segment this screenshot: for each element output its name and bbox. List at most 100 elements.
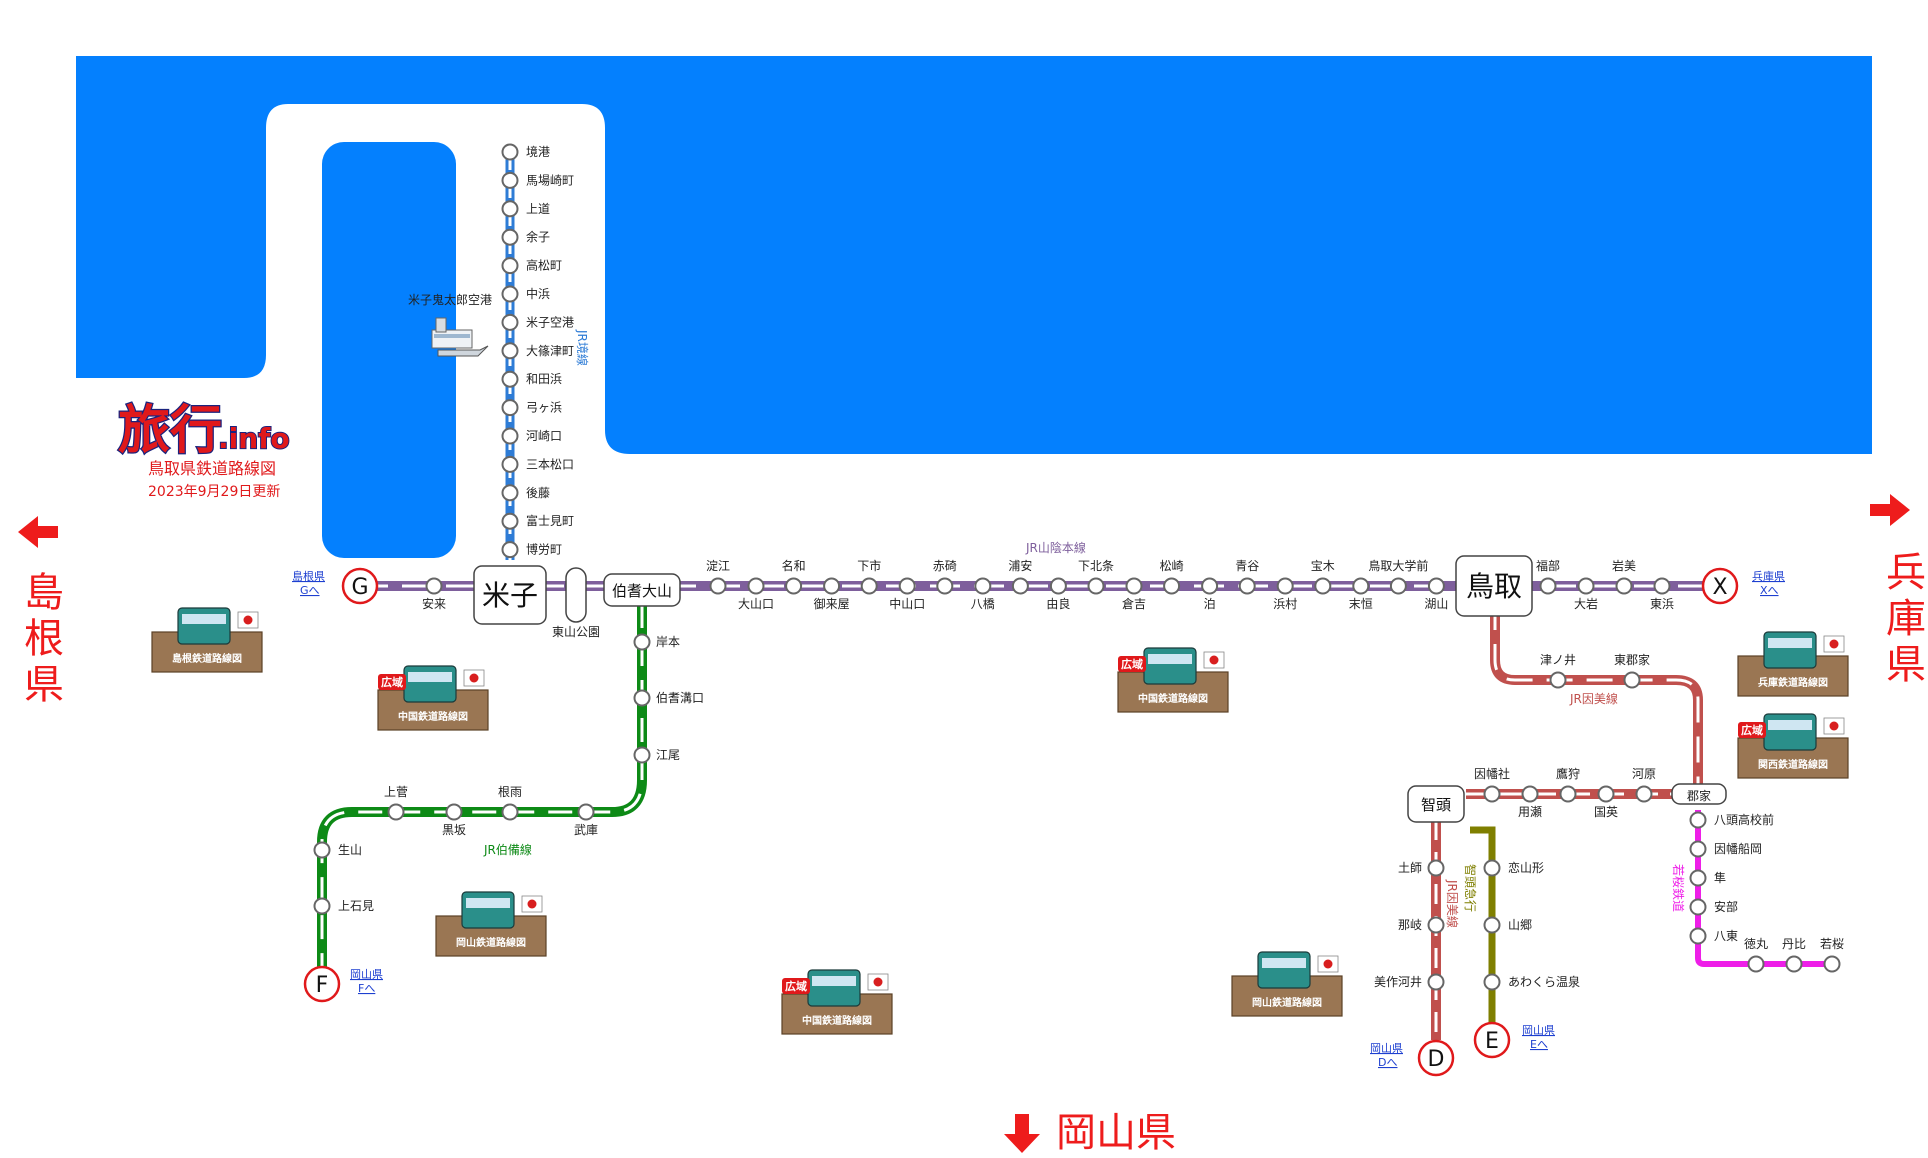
station-marker[interactable] [1689,840,1707,858]
station-marker[interactable] [1549,671,1567,689]
station-higashiyama-box[interactable] [565,567,587,623]
pref-shimane[interactable]: 島根県 [24,570,64,708]
station-tottori-box[interactable] [1455,555,1533,617]
station-marker[interactable] [1389,577,1407,595]
connector-e-link[interactable]: Eへ [1530,1038,1548,1051]
station-chizu-box[interactable] [1407,785,1465,823]
station-marker[interactable] [501,171,519,189]
station-marker[interactable] [1623,671,1641,689]
connector-g-link[interactable]: Gへ [300,584,320,597]
map-button-shimane[interactable]: 島根鉄道路線図 [151,607,263,673]
map-button-okayama[interactable]: 岡山鉄道路線図 [1231,951,1343,1017]
station-marker[interactable] [501,427,519,445]
connector-f-pref-link[interactable]: 岡山県 [350,968,383,981]
station-marker[interactable] [1689,811,1707,829]
station-marker[interactable] [501,228,519,246]
station-marker[interactable] [501,512,519,530]
station-marker[interactable] [1635,785,1653,803]
station-marker[interactable] [1427,577,1445,595]
station-marker[interactable] [1483,859,1501,877]
station-marker[interactable] [1597,785,1615,803]
station-marker[interactable] [898,577,916,595]
station-marker[interactable] [501,313,519,331]
connector-d-pref-link[interactable]: 岡山県 [1370,1042,1403,1055]
station-marker[interactable] [1049,577,1067,595]
connector-d-circle[interactable] [1417,1039,1455,1077]
station-marker[interactable] [633,633,651,651]
station-marker[interactable] [501,285,519,303]
station-marker[interactable] [501,257,519,275]
connector-d-link[interactable]: Dへ [1378,1056,1397,1069]
station-marker[interactable] [1427,973,1445,991]
station-marker[interactable] [1577,577,1595,595]
station-marker[interactable] [633,689,651,707]
station-marker[interactable] [1689,898,1707,916]
station-marker[interactable] [445,803,463,821]
station-marker[interactable] [1615,577,1633,595]
station-marker[interactable] [747,577,765,595]
station-marker[interactable] [501,541,519,559]
station-marker[interactable] [501,342,519,360]
connector-f-link[interactable]: Fへ [358,982,375,995]
pref-hyogo[interactable]: 兵庫県 [1886,550,1926,688]
station-marker[interactable] [1747,955,1765,973]
station-marker[interactable] [1427,859,1445,877]
connector-g-pref-link[interactable]: 島根県 [292,569,325,583]
station-marker[interactable] [501,455,519,473]
station-marker[interactable] [1427,916,1445,934]
station-marker[interactable] [1689,869,1707,887]
station-marker[interactable] [501,370,519,388]
station-marker[interactable] [1483,916,1501,934]
map-button-hyogo[interactable]: 兵庫鉄道路線図 [1737,631,1849,697]
station-marker[interactable] [1653,577,1671,595]
south-arrow-icon[interactable] [1004,1114,1040,1153]
station-marker[interactable] [1483,785,1501,803]
station-marker[interactable] [501,803,519,821]
connector-f-circle[interactable] [303,965,341,1003]
station-marker[interactable] [709,577,727,595]
station-marker[interactable] [501,200,519,218]
station-marker[interactable] [1163,577,1181,595]
connector-g-circle[interactable] [341,567,379,605]
station-marker[interactable] [1689,927,1707,945]
east-arrow-icon[interactable] [1870,494,1910,526]
station-marker[interactable] [501,399,519,417]
station-marker[interactable] [1521,785,1539,803]
connector-x-pref-link[interactable]: 兵庫県 [1752,569,1785,583]
station-hokidaisen-box[interactable] [603,573,681,607]
connector-x-circle[interactable] [1701,567,1739,605]
station-marker[interactable] [313,897,331,915]
station-marker[interactable] [501,143,519,161]
station-marker[interactable] [1539,577,1557,595]
station-marker[interactable] [785,577,803,595]
station-marker[interactable] [1011,577,1029,595]
station-marker[interactable] [633,746,651,764]
station-marker[interactable] [313,841,331,859]
station-marker[interactable] [501,484,519,502]
station-marker[interactable] [1087,577,1105,595]
station-marker[interactable] [1559,785,1577,803]
station-koge-box[interactable] [1671,783,1727,805]
station-marker[interactable] [1483,973,1501,991]
station-marker[interactable] [1276,577,1294,595]
station-marker[interactable] [823,577,841,595]
station-marker[interactable] [936,577,954,595]
map-button-okayama[interactable]: 岡山鉄道路線図 [435,891,547,957]
connector-e-circle[interactable] [1473,1021,1511,1059]
station-marker[interactable] [1314,577,1332,595]
station-yonago-box[interactable] [473,565,547,625]
station-marker[interactable] [1823,955,1841,973]
pref-okayama[interactable]: 岡山県 [1056,1110,1176,1156]
connector-e-pref-link[interactable]: 岡山県 [1522,1024,1555,1037]
station-marker[interactable] [1352,577,1370,595]
station-marker[interactable] [387,803,405,821]
west-arrow-icon[interactable] [18,516,58,548]
station-marker[interactable] [577,803,595,821]
station-marker[interactable] [1125,577,1143,595]
station-marker[interactable] [860,577,878,595]
station-marker[interactable] [1201,577,1219,595]
